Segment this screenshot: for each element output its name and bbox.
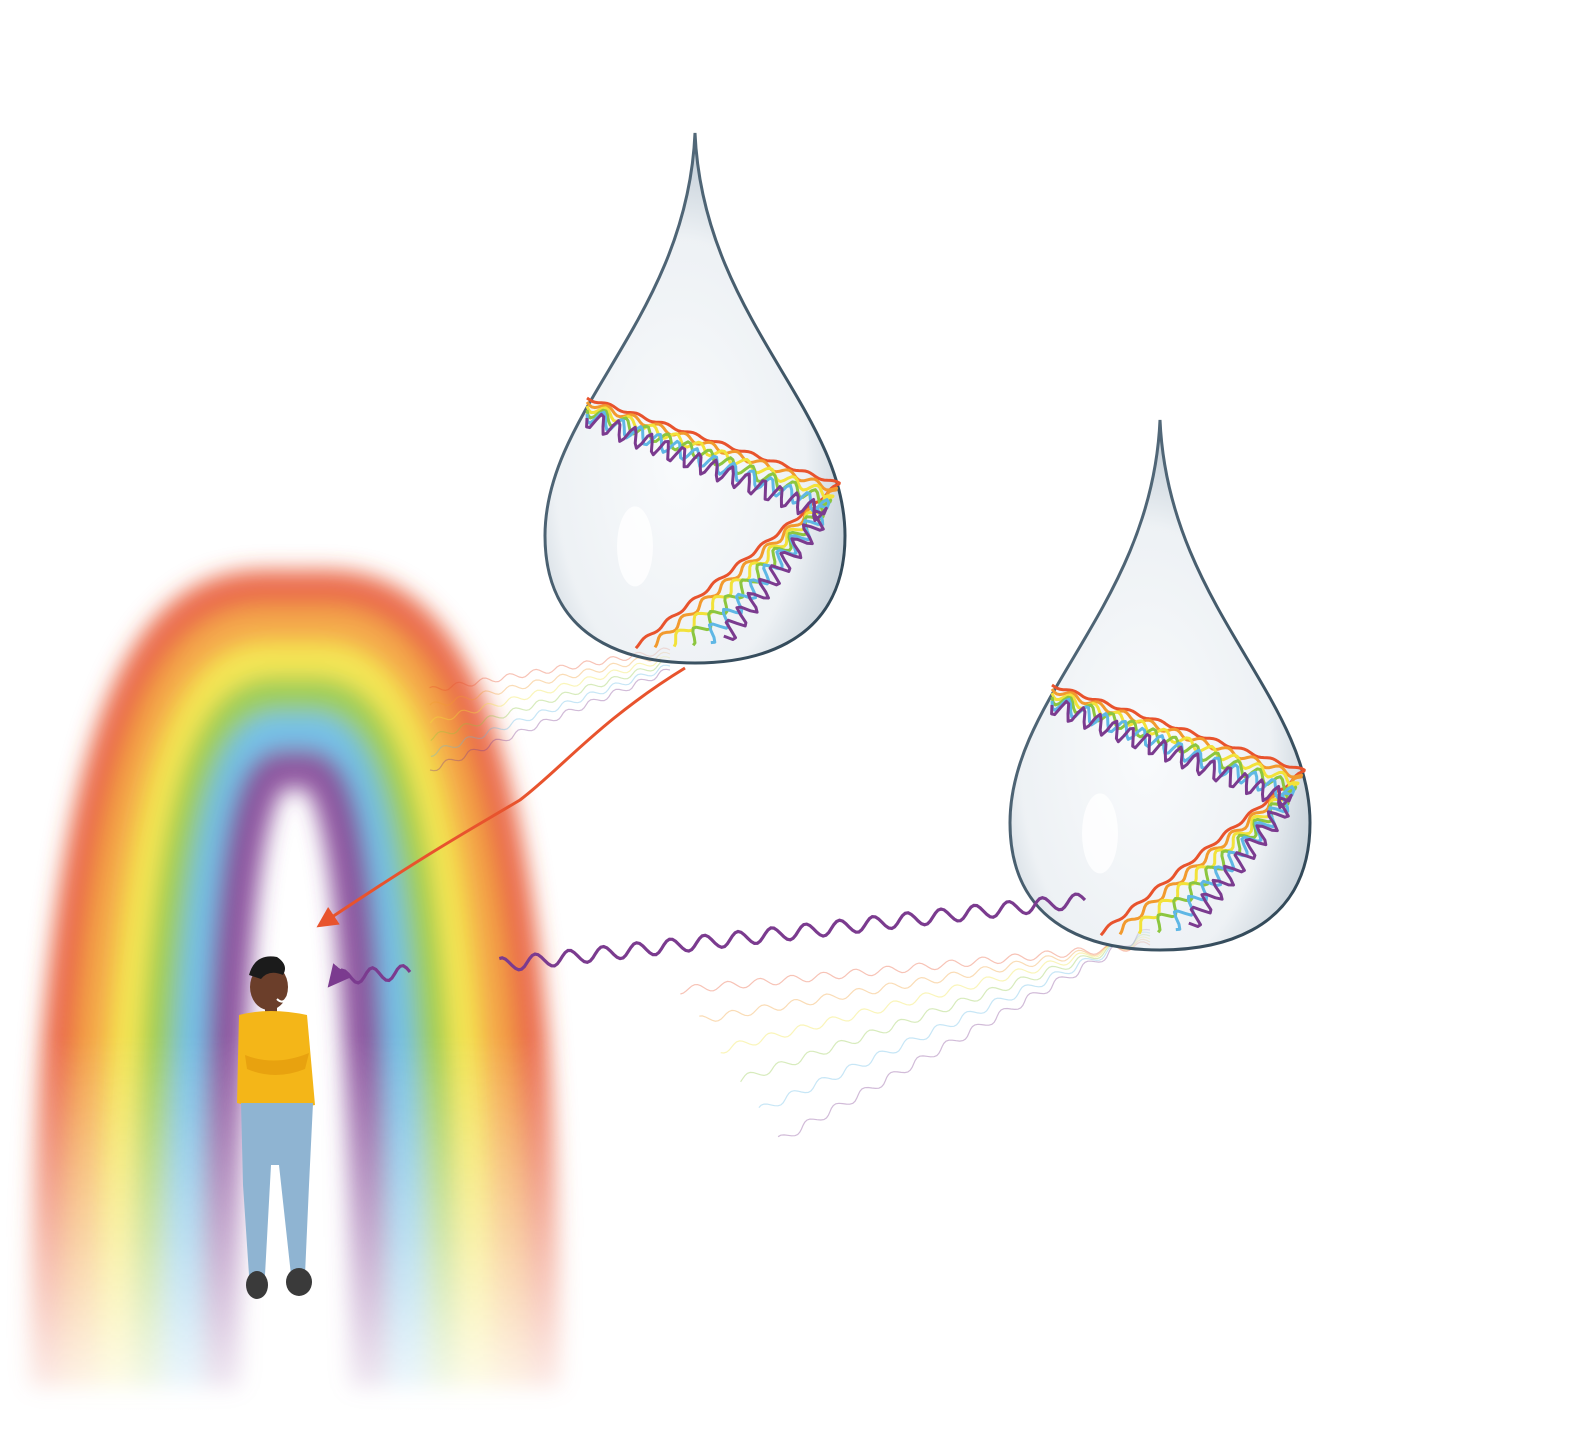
droplet-highlight: [617, 506, 653, 587]
violet-ray-long: [498, 892, 1087, 972]
internal-ray-orange: [1050, 688, 1304, 936]
faint-ray-lower-green: [740, 933, 1151, 1083]
internal-ray-blue: [585, 410, 831, 645]
rainbow-band-blue: [166, 712, 424, 1391]
right-shoe: [286, 1268, 312, 1296]
droplet-highlight: [1082, 793, 1118, 874]
left-shoe: [246, 1271, 268, 1299]
faint-ray-upper-yellow: [429, 656, 671, 724]
internal-ray-violet: [585, 412, 828, 641]
raindrop-icon: [1008, 419, 1312, 952]
internal-ray-blue: [1050, 697, 1296, 932]
faint-ray-upper-orange: [429, 651, 671, 706]
lower-droplet: [1008, 419, 1312, 952]
internal-ray-red: [586, 396, 841, 650]
raindrop-icon: [543, 132, 847, 665]
faint-ray-upper-blue: [430, 664, 671, 758]
internal-ray-orange: [585, 401, 839, 649]
faint-ray-upper-violet: [429, 668, 671, 772]
faint-ray-lower-yellow: [720, 936, 1151, 1054]
violet-ray-arrow-icon: [327, 963, 412, 988]
rainbow-band-red: [30, 569, 560, 1391]
observer-person-icon: [237, 956, 315, 1299]
observed-rays: [316, 666, 1087, 988]
hair: [249, 956, 285, 979]
red-ray-arrow-icon: [316, 666, 686, 928]
rainbow-band-green: [132, 676, 458, 1391]
jeans: [241, 1103, 313, 1275]
internal-ray-red: [1051, 683, 1306, 937]
sweater: [237, 1011, 315, 1109]
internal-ray-violet: [1050, 699, 1293, 928]
faint-ray-lower-violet: [777, 928, 1151, 1138]
faint-spectrum-rays: [429, 647, 1151, 1138]
rainbow-band-orange: [64, 605, 526, 1391]
rainbow: [30, 569, 560, 1391]
faint-ray-lower-red: [680, 941, 1151, 995]
upper-droplet: [543, 132, 847, 665]
smile: [276, 996, 288, 1003]
faint-ray-lower-blue: [758, 931, 1151, 1109]
rainbow-band-violet: [200, 748, 390, 1391]
rainbow-band-yellow: [98, 641, 492, 1391]
faint-ray-upper-green: [430, 660, 671, 742]
faint-ray-upper-red: [429, 647, 671, 692]
faint-ray-lower-orange: [699, 938, 1151, 1022]
crossed-arms: [245, 1053, 309, 1075]
droplets: [543, 132, 1312, 952]
